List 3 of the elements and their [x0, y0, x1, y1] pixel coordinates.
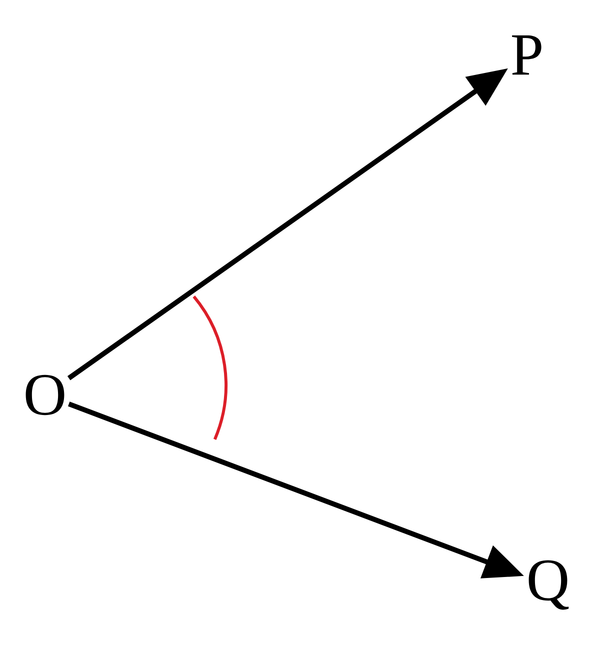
point-label: Q: [528, 560, 569, 610]
point-label: O: [26, 374, 64, 416]
point-label: P: [512, 35, 542, 75]
